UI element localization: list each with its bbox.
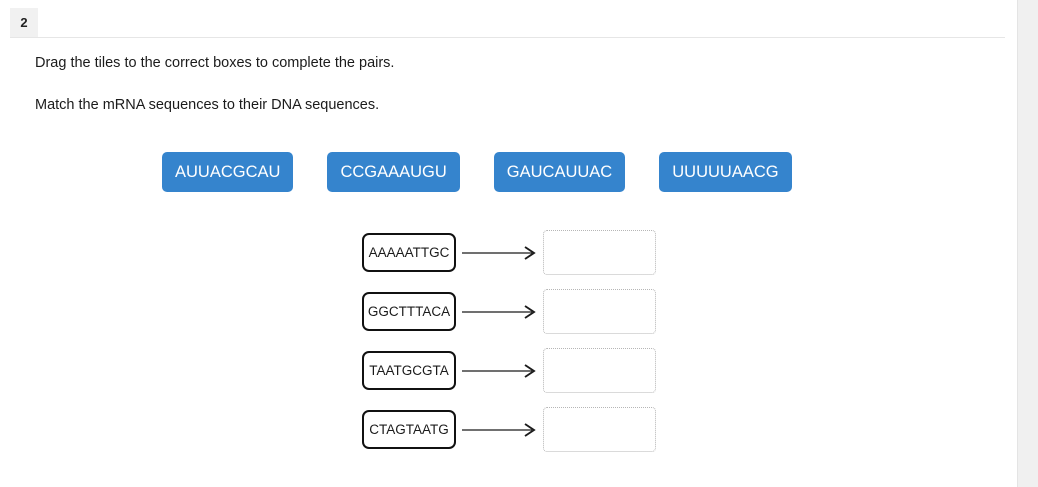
tile-mrna-1[interactable]: AUUACGCAU — [162, 152, 294, 192]
match-area: AAAAATTGC GGCTTTACA TAATGCGTA CT — [362, 230, 656, 452]
drop-target-4[interactable] — [543, 407, 656, 452]
arrow-icon — [462, 304, 536, 319]
tile-mrna-2[interactable]: CCGAAAUGU — [327, 152, 460, 192]
instruction-line-1: Drag the tiles to the correct boxes to c… — [35, 55, 395, 71]
instructions: Drag the tiles to the correct boxes to c… — [35, 53, 935, 116]
arrow-icon — [462, 363, 536, 378]
dna-sequence-3: TAATGCGTA — [362, 351, 456, 390]
tile-bank: AUUACGCAU CCGAAAUGU GAUCAUUAC UUUUUAACG — [162, 152, 792, 192]
arrow-icon — [462, 422, 536, 437]
drop-target-2[interactable] — [543, 289, 656, 334]
match-row: CTAGTAATG — [362, 407, 656, 452]
dna-sequence-1: AAAAATTGC — [362, 233, 456, 272]
arrow-icon — [462, 245, 536, 260]
tile-mrna-4[interactable]: UUUUUAACG — [659, 152, 792, 192]
match-row: TAATGCGTA — [362, 348, 656, 393]
dna-sequence-2: GGCTTTACA — [362, 292, 456, 331]
drop-target-3[interactable] — [543, 348, 656, 393]
header-divider — [10, 37, 1005, 38]
instruction-line-2: Match the mRNA sequences to their DNA se… — [35, 97, 380, 113]
match-row: GGCTTTACA — [362, 289, 656, 334]
tab-row: 2 — [10, 8, 1005, 38]
dna-sequence-4: CTAGTAATG — [362, 410, 456, 449]
drop-target-1[interactable] — [543, 230, 656, 275]
vertical-scrollbar[interactable] — [1017, 0, 1038, 487]
tab-question-2[interactable]: 2 — [10, 8, 38, 37]
match-row: AAAAATTGC — [362, 230, 656, 275]
tile-mrna-3[interactable]: GAUCAUUAC — [493, 152, 626, 192]
